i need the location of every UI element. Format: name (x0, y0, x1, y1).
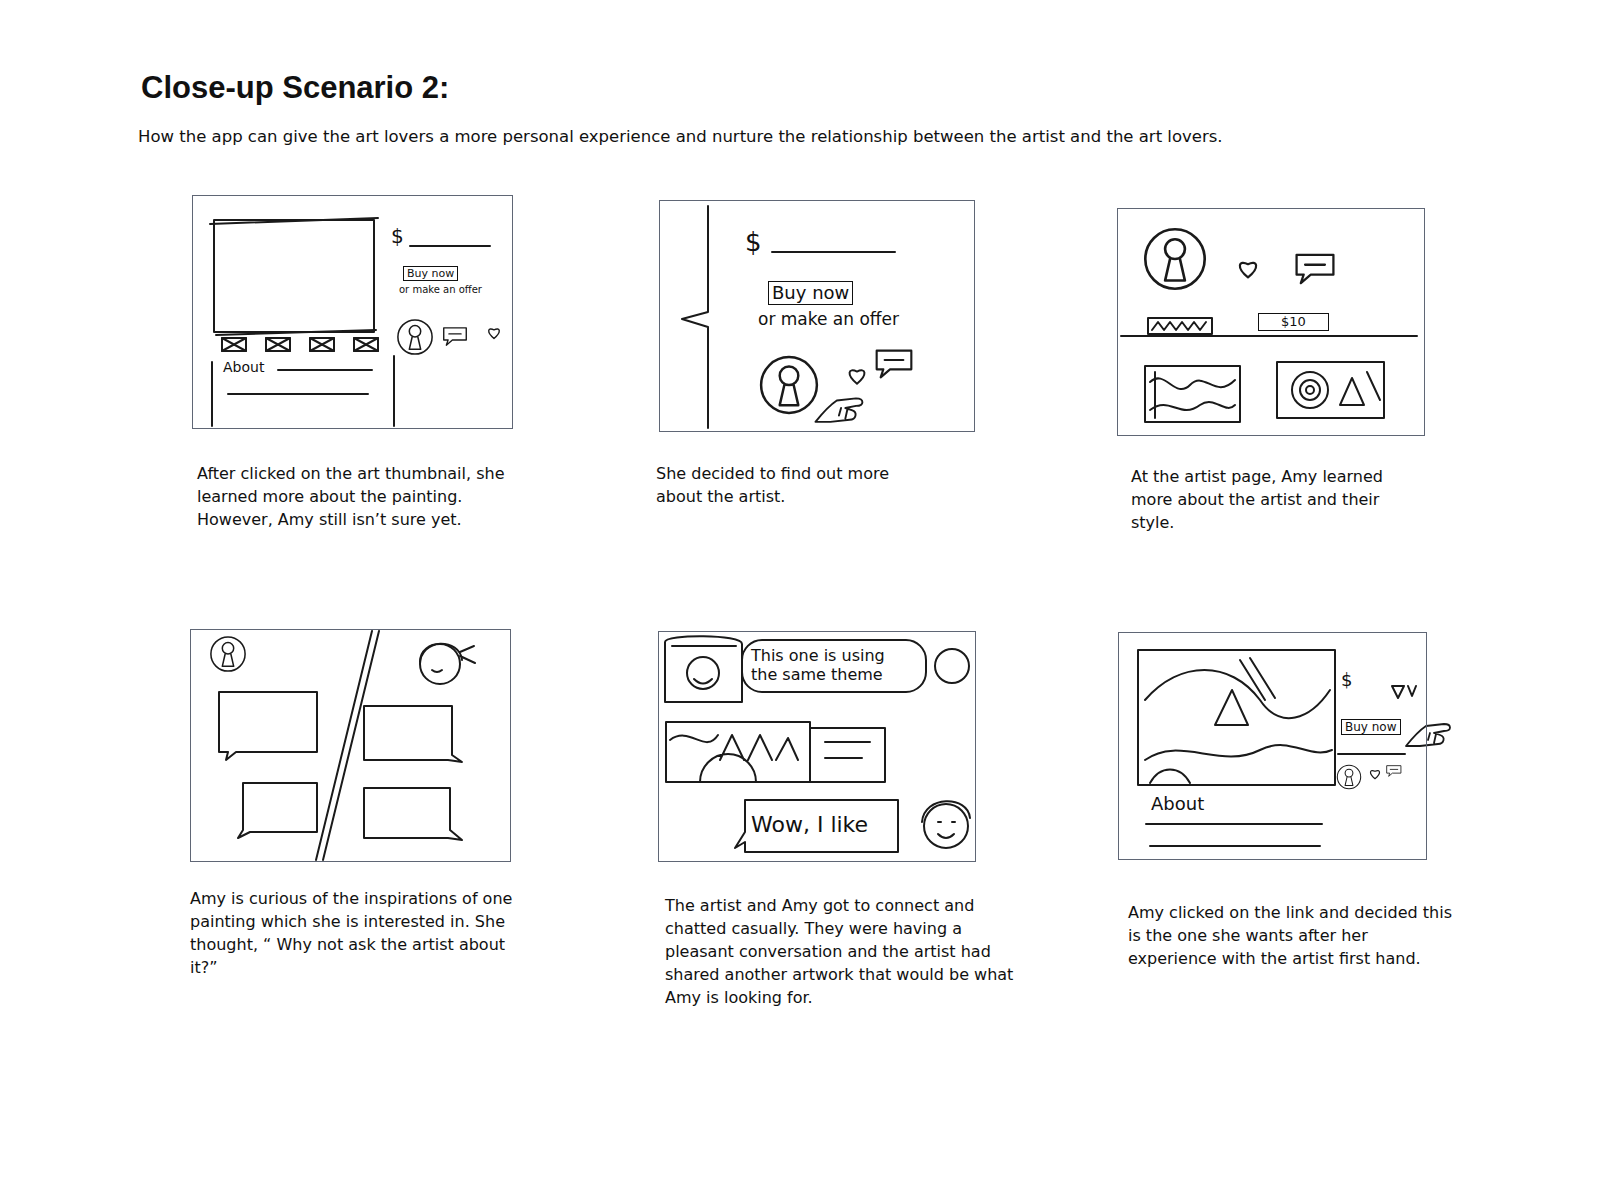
panel-one-sketch-part (354, 338, 378, 351)
sketch-part (210, 206, 1450, 860)
panel-five-sketch-part (935, 649, 969, 683)
panel-caption: The artist and Amy got to connect and ch… (665, 894, 1015, 1009)
panel-one-sketch-part (266, 338, 290, 351)
panel-three-sketch-part (1145, 366, 1240, 422)
storyboard-panel: $10At the artist page, Amy learned more … (1117, 208, 1425, 436)
panel-one-sketch-part (214, 220, 374, 332)
panel-three-sketch-part (1121, 335, 1417, 337)
sketch-text: About (1151, 793, 1204, 815)
panel-one-sketch (210, 218, 499, 426)
panel-two-sketch-part (682, 206, 708, 428)
storyboard-panel: $Buy nowor make an offerAboutAfter click… (192, 195, 513, 429)
panel-three-sketch-part (1240, 263, 1256, 278)
panel-one-sketch-part (310, 338, 334, 351)
sketch-text: $ (1341, 669, 1352, 691)
panel-four-sketch-part (364, 788, 462, 840)
subtitle-note: How the app can give the art lovers a mo… (138, 127, 1223, 146)
panel-three-sketch-part (1277, 362, 1384, 418)
panel-four-sketch-part (420, 644, 475, 672)
panel-two-sketch-part (815, 398, 862, 421)
storyboard-panel: $Buy nowAboutAmy clicked on the link and… (1118, 632, 1427, 860)
sketch-text: Wow, I like (751, 812, 868, 838)
sketch-text: About (223, 359, 264, 376)
panel-one-sketch-part (210, 218, 378, 335)
sketch-text: This one is using the same theme (751, 646, 916, 684)
panel-one-sketch-part (398, 320, 432, 354)
sketch-text: or make an offer (399, 284, 482, 296)
panel-three-sketch-part (1148, 318, 1212, 334)
panel-five-sketch-part (742, 640, 926, 692)
panel-five-sketch-part (694, 679, 712, 684)
panel-two-sketch-part (772, 251, 895, 253)
panel-one-sketch-part (266, 338, 290, 351)
panel-five-sketch-part (810, 728, 885, 782)
panel-six-sketch-part (1338, 753, 1405, 755)
panel-six-sketch-part (1370, 771, 1379, 779)
panel-one-sketch-part (212, 356, 394, 426)
button-text: Buy now (403, 266, 458, 281)
button-text: $10 (1258, 313, 1329, 331)
panel-four-sketch-part (238, 783, 317, 838)
panel-five-sketch-part (670, 735, 798, 782)
sketch-text: or make an offer (758, 309, 899, 329)
panel-one-sketch-part (310, 338, 334, 351)
panel-caption: She decided to find out more about the a… (656, 462, 918, 508)
panel-six-sketch-part (1146, 824, 1322, 846)
panel-six-sketch-part (1406, 724, 1450, 746)
panel-two-sketch-part (877, 351, 912, 378)
panel-two-sketch (682, 206, 911, 428)
panel-four-sketch-part (364, 706, 462, 762)
sketch-text: $ (745, 227, 762, 258)
panel-one-sketch-part (444, 328, 467, 345)
panel-five-sketch (665, 636, 970, 852)
panel-six-sketch-part (1337, 765, 1360, 788)
panel-caption: At the artist page, Amy learned more abo… (1131, 465, 1416, 534)
panel-three-sketch-part (1297, 255, 1334, 283)
panel-one-sketch-part (222, 338, 246, 351)
panel-three-sketch-part (1145, 229, 1204, 288)
panel-three-sketch-part (1340, 372, 1380, 405)
panel-one-sketch-part (410, 245, 490, 247)
panel-four-sketch-part (316, 631, 379, 860)
button-text: Buy now (768, 281, 853, 305)
storyboard-panel: This one is using the same themeWow, I l… (658, 631, 976, 862)
storyboard-panel: $Buy nowor make an offerShe decided to f… (659, 200, 975, 432)
panel-six-sketch-part (1387, 766, 1401, 777)
panel-three-sketch-part (1300, 380, 1320, 400)
panel-three-sketch-part (1306, 386, 1314, 394)
panel-five-sketch-part (687, 657, 719, 689)
panel-three-sketch-part (1150, 372, 1235, 418)
sketch-text: $ (391, 224, 404, 248)
panel-caption: After clicked on the art thumbnail, she … (197, 462, 522, 531)
panel-six-sketch (1138, 650, 1450, 846)
button-text: Buy now (1341, 719, 1401, 735)
panel-three-sketch (1121, 229, 1417, 422)
panel-five-sketch-part (666, 722, 810, 782)
panel-four-sketch-part (219, 692, 317, 760)
panel-five-sketch-part (665, 636, 742, 702)
panel-one-sketch-part (354, 338, 378, 351)
panel-caption: Amy clicked on the link and decided this… (1128, 901, 1453, 970)
panel-six-sketch-part (1138, 650, 1335, 785)
panel-three-sketch-part (1152, 322, 1206, 330)
panel-five-sketch-part (924, 804, 968, 848)
panel-one-sketch-part (222, 338, 246, 351)
panel-four-sketch-part (211, 637, 245, 671)
storyboard-panel: Amy is curious of the inspirations of on… (190, 629, 511, 862)
panel-six-sketch-part (1392, 686, 1416, 698)
panel-two-sketch-part (761, 357, 817, 413)
panel-caption: Amy is curious of the inspirations of on… (190, 887, 525, 979)
panel-four-sketch (211, 631, 475, 860)
panel-six-sketch-part (1145, 658, 1332, 783)
panel-two-sketch-part (850, 370, 865, 383)
panel-one-sketch-part (489, 329, 500, 338)
panel-five-sketch-part (922, 801, 970, 838)
page-title: Close-up Scenario 2: (141, 70, 449, 106)
panel-five-sketch-part (735, 800, 898, 852)
panel-three-sketch-part (1292, 372, 1328, 408)
